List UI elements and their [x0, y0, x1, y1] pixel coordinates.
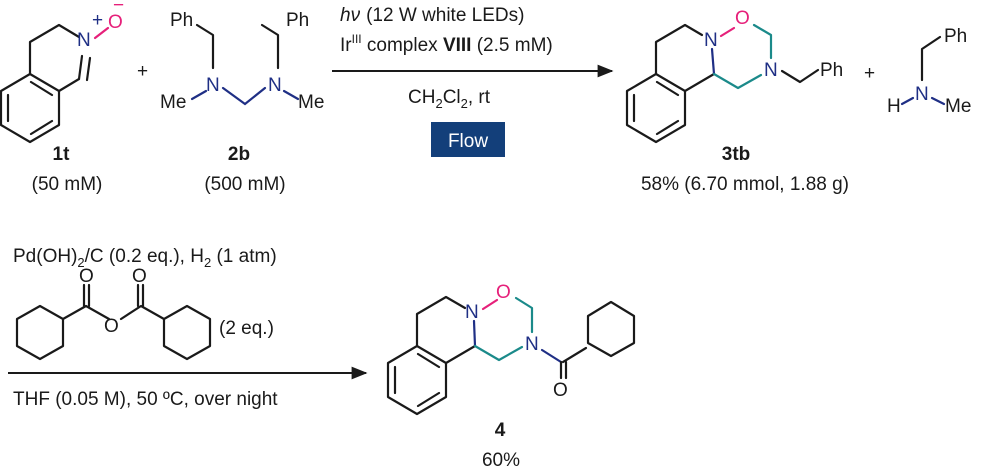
anhydride-structure: O O O	[15, 266, 212, 361]
nitrogen-atom: N	[206, 75, 220, 96]
condition-catalyst: IrIII complex VIII (2.5 mM)	[340, 32, 553, 56]
phenyl-group: Ph	[170, 10, 193, 31]
product-3tb-yield: 58% (6.70 mmol, 1.88 g)	[641, 174, 849, 195]
oxygen-atom: O	[735, 8, 750, 29]
nitrogen-atom: N	[704, 30, 718, 51]
flow-badge	[431, 122, 505, 157]
methyl-group: Me	[945, 96, 971, 117]
compound-2b-label: 2b	[228, 144, 250, 165]
product-4-structure: N O N O	[386, 282, 636, 416]
nitrogen-atom: N	[268, 75, 282, 96]
compound-2b-concentration: (500 mM)	[204, 174, 285, 195]
product-3tb-structure: N O N Ph	[625, 8, 843, 144]
product-3tb-label: 3tb	[722, 144, 751, 165]
phenyl-group: Ph	[286, 10, 309, 31]
anhydride-equivalents: (2 eq.)	[219, 318, 274, 339]
oxygen-atom: O	[79, 266, 94, 287]
condition-hydrogenation: Pd(OH)2/C (0.2 eq.), H2 (1 atm)	[13, 246, 277, 270]
oxygen-atom: O	[553, 380, 568, 401]
nitrogen-atom: N	[465, 302, 479, 323]
flow-badge-label: Flow	[448, 131, 488, 152]
condition-solvent-temperature: THF (0.05 M), 50 ºC, over night	[13, 389, 278, 410]
plus-sign-2: +	[864, 63, 875, 84]
nitrogen-atom: N	[525, 334, 539, 355]
oxygen-atom: O	[132, 266, 147, 287]
compound-2b-structure: Ph Ph N N Me Me	[160, 10, 324, 113]
nitrogen-atom: N	[915, 84, 929, 105]
hydrogen-atom: H	[887, 96, 901, 117]
compound-1t-structure: N + O −	[0, 0, 124, 144]
condition-light: hν(12 W white LEDs)	[340, 5, 524, 26]
compound-1t-concentration: (50 mM)	[32, 174, 103, 195]
nitrogen-atom: N	[764, 60, 778, 81]
phenyl-group: Ph	[944, 26, 967, 47]
condition-solvent: CH2Cl2, rt	[408, 87, 491, 111]
product-4-yield: 60%	[482, 450, 520, 471]
methyl-group: Me	[160, 92, 186, 113]
minus-charge: −	[113, 0, 124, 16]
plus-charge: +	[92, 10, 103, 31]
byproduct-benzylmethylamine-structure: Ph N H Me	[887, 26, 971, 117]
oxygen-atom: O	[108, 12, 123, 33]
oxygen-atom: O	[104, 316, 119, 337]
nitrogen-atom: N	[77, 30, 91, 51]
oxygen-atom: O	[496, 282, 511, 303]
methyl-group: Me	[298, 92, 324, 113]
product-4-label: 4	[495, 420, 506, 441]
phenyl-group: Ph	[820, 60, 843, 81]
plus-sign-1: +	[137, 61, 148, 82]
compound-1t-label: 1t	[53, 144, 71, 165]
